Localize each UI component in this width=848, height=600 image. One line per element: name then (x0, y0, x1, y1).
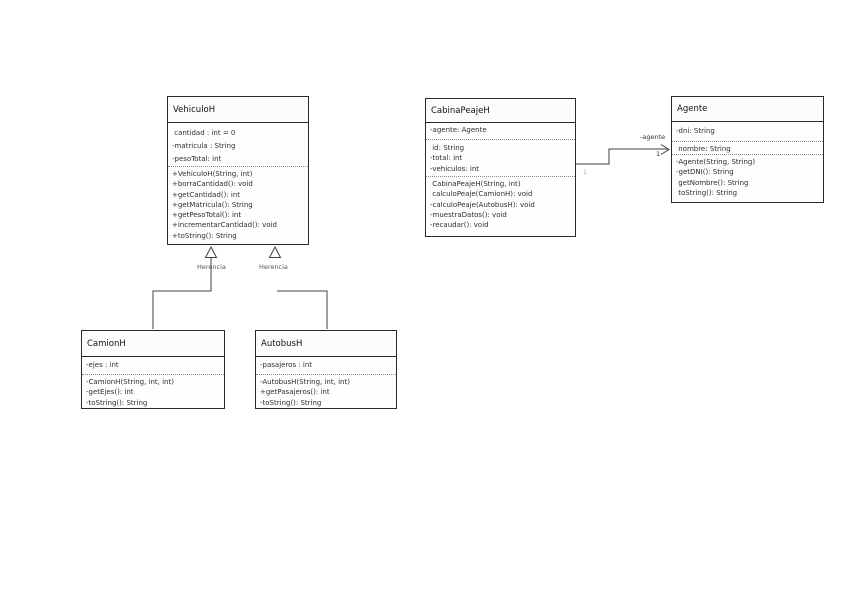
member-row: +getPesoTotal(): int (172, 211, 242, 220)
member-row: -pesoTotal: int (172, 155, 222, 163)
member-row: +toString(): String (172, 231, 237, 240)
member-row: -getEjes(): int (86, 388, 134, 397)
member-row: +borraCantidad(): void (172, 180, 253, 189)
attributes-section-2: id: String -total: int-vehiculos: int (426, 139, 575, 176)
member-row: nombre: String (676, 145, 731, 153)
attributes-section: -agente: Agente (426, 123, 575, 139)
inheritance-edge-autobush (277, 290, 328, 329)
member-row: -agente: Agente (430, 126, 487, 134)
methods-section: -AutobusH(String, int, int) +getPasajeros… (256, 374, 396, 408)
association-edge-agente (576, 148, 668, 165)
member-row: toString(): String (676, 188, 738, 197)
class-title: AutobusH (256, 331, 396, 357)
class-title: VehiculoH (168, 97, 308, 123)
inheritance-triangle-right-icon (268, 245, 282, 258)
member-row: -recaudar(): void (430, 221, 489, 230)
member-row: -total: int (430, 154, 463, 163)
member-row: -toString(): String (86, 398, 148, 407)
class-autobush: AutobusH -pasajeros : int -AutobusH(Stri… (255, 330, 397, 409)
methods-section: -Agente(String, String) -getDNI(): String… (672, 154, 823, 202)
member-row: +VehiculoH(String, int) (172, 170, 253, 178)
member-row: +incrementarCantidad(): void (172, 221, 277, 230)
attributes-section: -pasajeros : int (256, 357, 396, 374)
association-arrowhead-icon (660, 144, 670, 155)
member-row: -matricula : String (172, 142, 236, 150)
methods-section: CabinaPeajeH(String, int) calculoPeaje(C… (426, 176, 575, 236)
member-row: +getCantidad(): int (172, 190, 241, 199)
class-cabinapeajeh: CabinaPeajeH -agente: Agente id: String -… (425, 98, 576, 237)
methods-section: +VehiculoH(String, int) +borraCantidad():… (168, 166, 308, 244)
member-row: calculoPeaje(CamionH): void (430, 190, 533, 199)
member-row: -toString(): String (260, 398, 322, 407)
member-row: -Agente(String, String) (676, 158, 756, 166)
member-row: -AutobusH(String, int, int) (260, 378, 350, 386)
class-camionh: CamionH -ejes : int -CamionH(String, int… (81, 330, 225, 409)
member-row: -getDNI(): String (676, 168, 734, 177)
class-title: CabinaPeajeH (426, 99, 575, 123)
class-agente: Agente -dni: String nombre: String -Agen… (671, 96, 824, 203)
member-row: -muestraDatos(): void (430, 210, 507, 219)
member-row: -pasajeros : int (260, 361, 313, 369)
member-row: -ejes : int (86, 361, 119, 369)
member-row: getNombre(): String (676, 178, 749, 187)
class-title: CamionH (82, 331, 224, 357)
association-role-label: -agente (640, 133, 666, 141)
inheritance-edge-camionh (152, 258, 212, 329)
inheritance-label-left: Herencia (197, 263, 226, 271)
member-row: CabinaPeajeH(String, int) (430, 180, 521, 188)
methods-section: -CamionH(String, int, int) -getEjes(): in… (82, 374, 224, 408)
member-row: -calculoPeaje(AutobusH): void (430, 200, 535, 209)
inheritance-label-right: Herencia (259, 263, 288, 271)
member-row: cantidad : int = 0 (172, 129, 236, 137)
member-row: +getPasajeros(): int (260, 388, 330, 397)
attributes-section: -ejes : int (82, 357, 224, 374)
association-multiplicity-near-label: 1 (583, 169, 587, 176)
member-row: id: String (430, 144, 465, 152)
attributes-section: cantidad : int = 0 -matricula : String -pe… (168, 123, 308, 166)
member-row: -CamionH(String, int, int) (86, 378, 174, 386)
member-row: -dni: String (676, 127, 715, 135)
association-multiplicity-label: 1 (656, 150, 661, 158)
attributes-section: -dni: String (672, 122, 823, 141)
class-title: Agente (672, 97, 823, 122)
inheritance-triangle-left-icon (204, 245, 218, 258)
member-row: +getMatricula(): String (172, 200, 253, 209)
class-vehiculoh: VehiculoH cantidad : int = 0 -matricula :… (167, 96, 309, 245)
member-row: -vehiculos: int (430, 164, 480, 173)
attributes-section-2: nombre: String (672, 141, 823, 154)
